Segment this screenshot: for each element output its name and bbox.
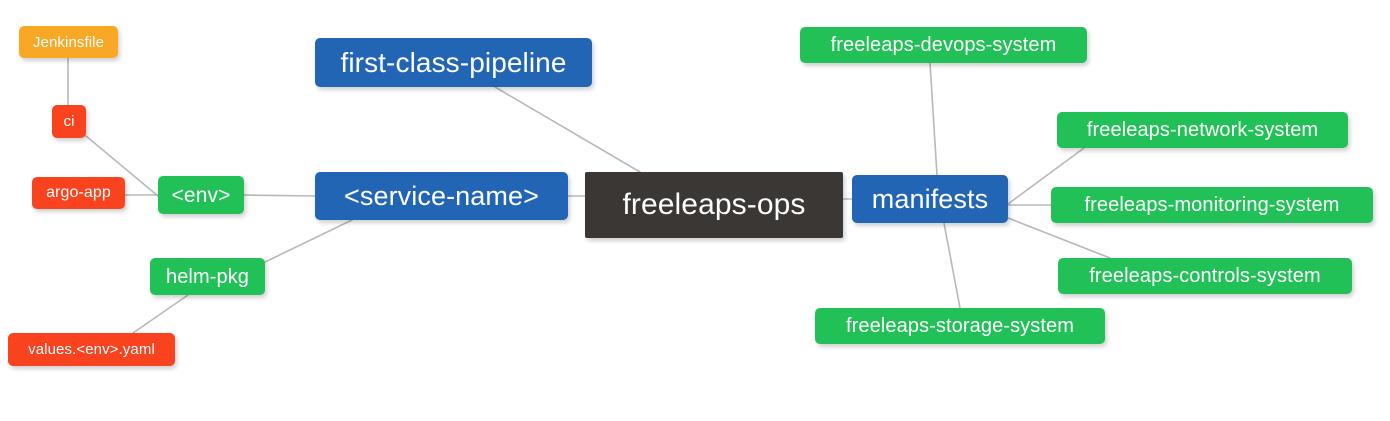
node-values-env-yaml[interactable]: values.<env>.yaml <box>8 333 175 366</box>
node-label: <service-name> <box>344 180 539 211</box>
edge-manifests-to-freeleaps-network-system <box>1007 147 1085 205</box>
edge-ci-to-env <box>85 135 159 197</box>
node-ci[interactable]: ci <box>52 105 86 138</box>
node-first-class-pipeline[interactable]: first-class-pipeline <box>315 38 592 87</box>
node-label: freeleaps-network-system <box>1086 119 1319 141</box>
node-manifests[interactable]: manifests <box>852 175 1008 223</box>
node-helm-pkg[interactable]: helm-pkg <box>150 258 265 295</box>
node-label: freeleaps-controls-system <box>1089 265 1321 287</box>
node-freeleaps-monitoring-system[interactable]: freeleaps-monitoring-system <box>1051 187 1373 223</box>
node-label: Jenkinsfile <box>32 33 105 51</box>
node-label: manifests <box>871 183 989 214</box>
edge-helm-pkg-to-service-name <box>264 219 353 263</box>
node-label: freeleaps-ops <box>622 188 806 221</box>
node-label: first-class-pipeline <box>340 46 567 78</box>
edge-values-env-yaml-to-helm-pkg <box>132 294 189 334</box>
node-argo-app[interactable]: argo-app <box>32 177 125 209</box>
node-freeleaps-network-system[interactable]: freeleaps-network-system <box>1057 112 1348 148</box>
edge-first-class-pipeline-to-freeleaps-ops <box>494 86 641 173</box>
edge-manifests-to-freeleaps-controls-system <box>1007 217 1111 259</box>
node-label: values.<env>.yaml <box>28 341 155 358</box>
node-env[interactable]: <env> <box>158 176 244 214</box>
node-service-name[interactable]: <service-name> <box>315 172 568 220</box>
node-label: freeleaps-monitoring-system <box>1084 194 1340 216</box>
edge-manifests-to-freeleaps-storage-system <box>943 222 961 309</box>
node-jenkinsfile[interactable]: Jenkinsfile <box>19 26 118 58</box>
node-freeleaps-storage-system[interactable]: freeleaps-storage-system <box>815 308 1105 344</box>
node-label: argo-app <box>46 184 111 201</box>
node-label: freeleaps-devops-system <box>830 34 1057 56</box>
node-freeleaps-ops[interactable]: freeleaps-ops <box>585 172 843 238</box>
node-label: <env> <box>171 183 231 207</box>
node-freeleaps-controls-system[interactable]: freeleaps-controls-system <box>1058 258 1352 294</box>
node-label: freeleaps-storage-system <box>845 315 1075 337</box>
edge-env-to-service-name <box>243 194 316 197</box>
node-label: ci <box>63 113 75 130</box>
edge-freeleaps-devops-system-to-manifests <box>929 62 938 176</box>
node-label: helm-pkg <box>165 265 250 288</box>
node-freeleaps-devops-system[interactable]: freeleaps-devops-system <box>800 27 1087 63</box>
